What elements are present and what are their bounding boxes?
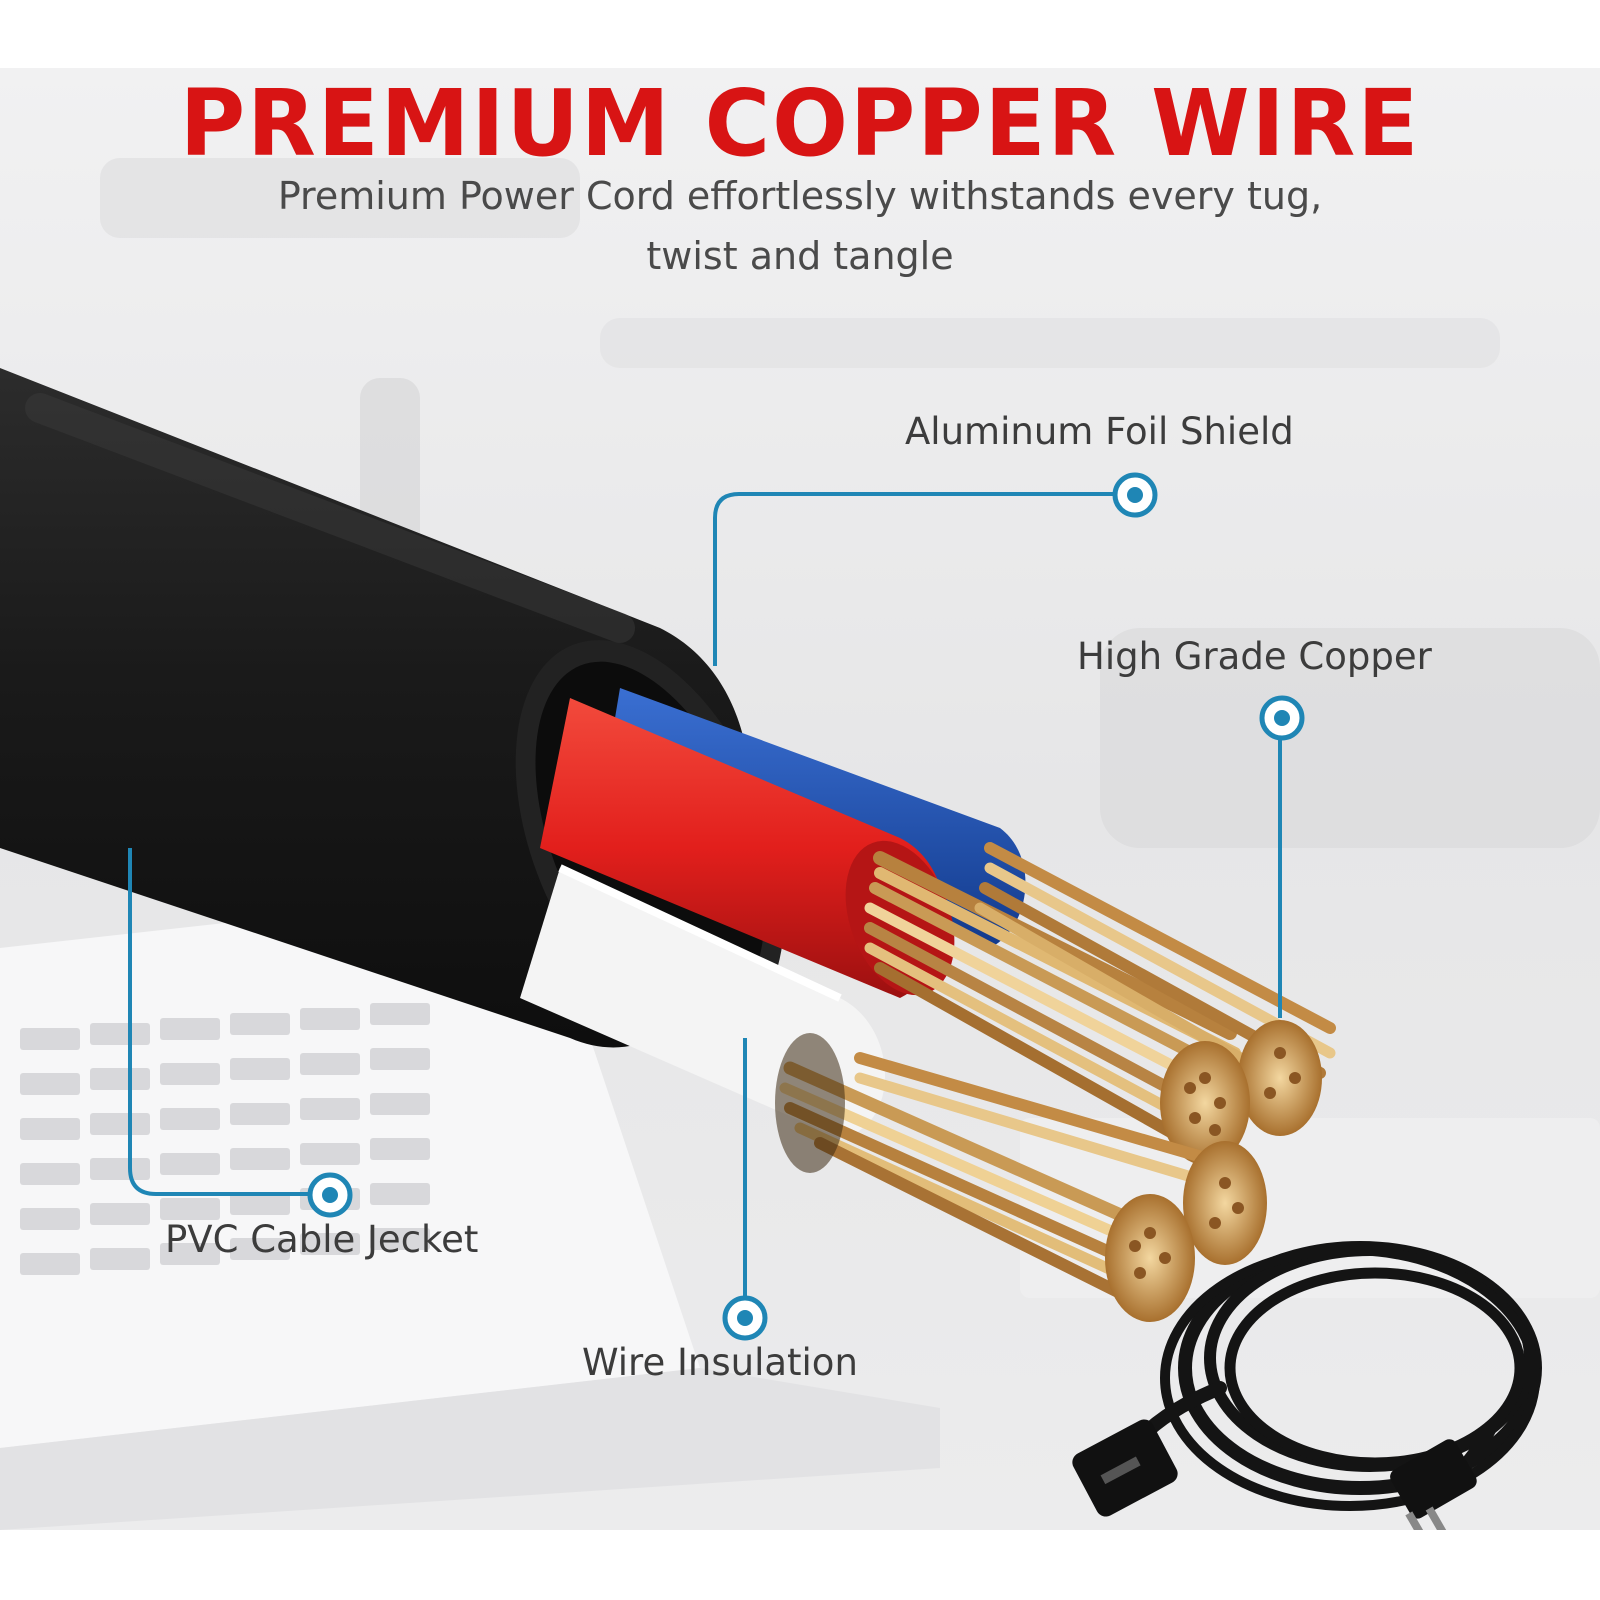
callout-label-jacket: PVC Cable Jecket bbox=[165, 1218, 479, 1261]
plug-prongs bbox=[1390, 1439, 1477, 1530]
callout-dot-jacket bbox=[307, 1172, 353, 1218]
subtitle-line-1: Premium Power Cord effortlessly withstan… bbox=[277, 174, 1323, 218]
cable-illustration bbox=[0, 68, 1600, 1530]
copper-strands-upper bbox=[864, 842, 1336, 1149]
callout-lines bbox=[128, 492, 1282, 1303]
copper-strands-lower bbox=[779, 1052, 1251, 1304]
laptop-keyboard bbox=[20, 1003, 430, 1275]
callout-label-copper: High Grade Copper bbox=[1077, 635, 1432, 678]
callout-dot-foil bbox=[1112, 472, 1158, 518]
product-image-frame: PREMIUM COPPER WIRE Premium Power Cord e… bbox=[0, 68, 1600, 1530]
callout-label-foil: Aluminum Foil Shield bbox=[905, 410, 1294, 453]
callout-dot-copper bbox=[1259, 695, 1305, 741]
callout-dot-insulation bbox=[722, 1295, 768, 1341]
subtitle-line-2: twist and tangle bbox=[646, 234, 954, 278]
callout-label-insulation: Wire Insulation bbox=[582, 1341, 858, 1384]
page-title: PREMIUM COPPER WIRE bbox=[179, 70, 1421, 177]
plug-connector bbox=[1072, 1419, 1178, 1517]
